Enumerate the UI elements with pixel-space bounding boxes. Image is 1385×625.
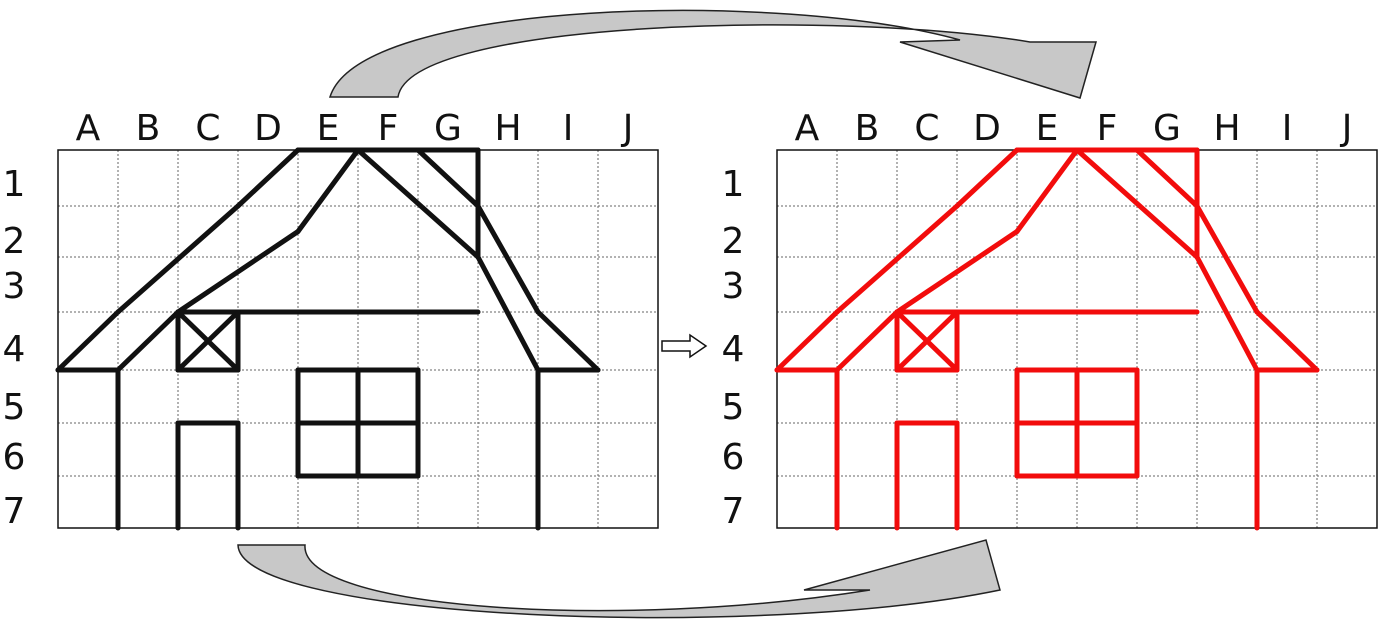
original-column-label: E [317, 108, 340, 149]
copy-house-stroke [777, 312, 837, 370]
original-house-stroke [478, 257, 538, 370]
original-row-label: 3 [3, 266, 26, 307]
copy-row-label: 1 [722, 164, 745, 205]
original-house-stroke [118, 206, 238, 312]
copy-house-stroke [837, 312, 897, 370]
copy-row-label: 6 [722, 437, 745, 478]
copy-row-label: 2 [722, 221, 745, 262]
copy-column-label: B [855, 108, 880, 149]
right-arrow-icon [662, 335, 706, 357]
original-column-label: I [563, 108, 574, 149]
original-house-stroke [118, 312, 178, 370]
copy-column-label: F [1097, 108, 1118, 149]
copy-house-stroke [1137, 150, 1197, 206]
copy-column-label: G [1153, 108, 1181, 149]
copy-column-label: A [795, 108, 820, 149]
copy-row-label: 5 [722, 387, 745, 428]
original-column-label: G [434, 108, 462, 149]
original-column-label: C [195, 108, 220, 149]
original-row-label: 1 [3, 164, 26, 205]
original-house-stroke [538, 312, 598, 370]
original-row-label: 7 [3, 491, 26, 532]
original-row-label: 4 [3, 329, 26, 370]
curved-arrow-icon [238, 540, 1000, 618]
copy-row-label: 4 [722, 329, 745, 370]
original-house-stroke [58, 312, 118, 370]
copy-column-label: I [1282, 108, 1293, 149]
original-row-label: 2 [3, 221, 26, 262]
copy-house-stroke [957, 150, 1017, 206]
original-house-stroke [238, 150, 298, 206]
copy-column-label: H [1213, 108, 1240, 149]
original-column-label: B [136, 108, 161, 149]
original-column-label: H [494, 108, 521, 149]
original-house-stroke [298, 150, 358, 232]
original-column-label: F [378, 108, 399, 149]
curved-arrow-icon [330, 10, 1096, 98]
original-column-label: D [254, 108, 282, 149]
copy-column-label: E [1036, 108, 1059, 149]
original-row-label: 6 [3, 437, 26, 478]
original-house-stroke [418, 150, 478, 206]
copy-house-stroke [1197, 257, 1257, 370]
copy-row-label: 3 [722, 266, 745, 307]
copy-house-stroke [1257, 312, 1317, 370]
copy-house-stroke [1197, 206, 1257, 312]
original-house-stroke [478, 206, 538, 312]
copy-row-label: 7 [722, 491, 745, 532]
copy-column-label: D [973, 108, 1001, 149]
original-column-label: A [76, 108, 101, 149]
copy-house-stroke [837, 206, 957, 312]
copy-column-label: J [1340, 108, 1353, 149]
original-column-label: J [621, 108, 634, 149]
copy-column-label: C [914, 108, 939, 149]
copy-house-stroke [1017, 150, 1077, 232]
original-row-label: 5 [3, 387, 26, 428]
